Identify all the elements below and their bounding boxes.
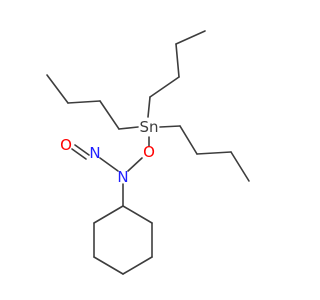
bond-butyl2-c1-c2: [149, 76, 180, 98]
bond-n-o-double-b: [71, 148, 87, 160]
bond-n-nitroso-n: [99, 157, 119, 172]
bond-sn-butyl3-c1: [159, 125, 181, 128]
bond-sn-butyl2-c1: [147, 96, 151, 118]
bond-butyl3-c1-c2: [179, 125, 198, 155]
bond-butyl3-c3-c4: [230, 151, 250, 182]
bond-butyl2-c3-c4: [175, 30, 206, 45]
bond-n-o-double-a: [74, 144, 90, 156]
structure-diagram: Sn O N N O: [46, 30, 250, 275]
bond-butyl1-c1-c2: [99, 100, 120, 130]
bond-sn-butyl1-c1: [118, 126, 139, 130]
nitroso-oxygen-label: O: [60, 136, 72, 154]
bond-butyl3-c2-c3: [196, 151, 232, 155]
bond-butyl1-c2-c3: [67, 100, 101, 104]
ring-bond-1: [122, 205, 153, 224]
oxygen-atom-label: O: [143, 143, 155, 161]
tin-atom-label: Sn: [139, 118, 158, 136]
ring-bond-6: [93, 205, 124, 224]
nitroso-nitrogen-label: N: [89, 144, 100, 162]
bond-butyl2-c2-c3: [175, 43, 180, 78]
ring-bond-3: [122, 256, 153, 275]
ring-bond-4: [93, 256, 124, 275]
bond-butyl1-c3-c4: [46, 74, 69, 104]
bond-o-n: [127, 157, 143, 172]
amine-nitrogen-label: N: [117, 168, 128, 186]
